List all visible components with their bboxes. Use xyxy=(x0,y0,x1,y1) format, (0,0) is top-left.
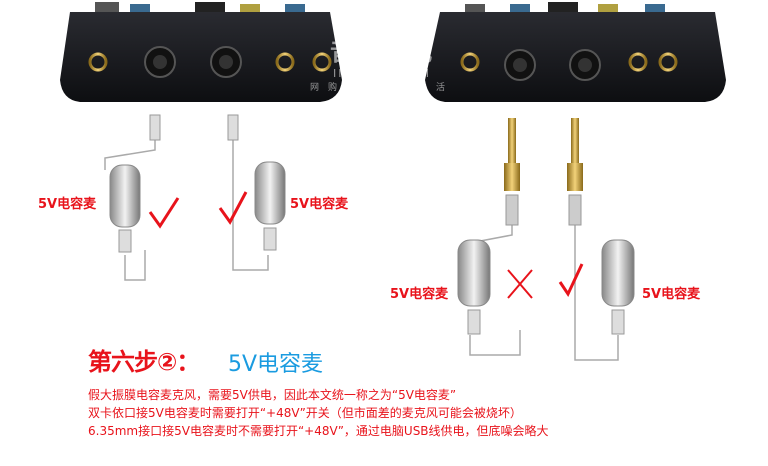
watermark-slogan: 网购您的音乐生活 xyxy=(310,83,455,93)
check-icon xyxy=(148,197,180,229)
description-line: 假大振膜电容麦克风，需要5V供电，因此本文统一称之为“5V电容麦” xyxy=(88,388,457,402)
mic-label: 5V电容麦 xyxy=(642,287,701,302)
description-line: 6.35mm接口接5V电容麦时不需要打开“+48V”，通过电脑USB线供电，但底… xyxy=(88,424,549,438)
microphone-icon xyxy=(601,239,635,335)
cross-icon xyxy=(507,269,533,299)
plug-3.5mm-icon xyxy=(227,114,239,141)
watermark-domain: INGPING.COM xyxy=(333,67,431,80)
description-line: 双卡依口接5V电容麦时需要打开“+48V”开关（但市面差的麦克风可能会被烧坏） xyxy=(88,406,522,420)
microphone-icon xyxy=(254,161,286,251)
sound-card-right xyxy=(425,2,726,102)
plug-6.35mm-icon xyxy=(504,118,520,226)
mic-label: 5V电容麦 xyxy=(390,287,449,302)
plug-6.35mm-icon xyxy=(567,118,583,226)
microphone-icon xyxy=(109,164,141,253)
step-heading: 第六步②： xyxy=(88,348,200,376)
sound-card-left xyxy=(60,2,342,102)
cable-left-2 xyxy=(232,140,269,271)
plug-3.5mm-icon xyxy=(149,114,161,141)
check-icon xyxy=(218,191,248,225)
step-subtitle: 5V电容麦 xyxy=(228,352,324,377)
check-icon xyxy=(558,263,584,298)
mic-label: 5V电容麦 xyxy=(290,197,349,212)
watermark: 音平商城 INGPING.COM 网购您的音乐生活 xyxy=(310,32,454,93)
mic-label: 5V电容麦 xyxy=(38,197,97,212)
cable-right xyxy=(469,225,619,361)
watermark-title: 音平商城 xyxy=(330,38,434,66)
cable-left-1 xyxy=(104,140,156,281)
microphone-icon xyxy=(457,239,491,335)
